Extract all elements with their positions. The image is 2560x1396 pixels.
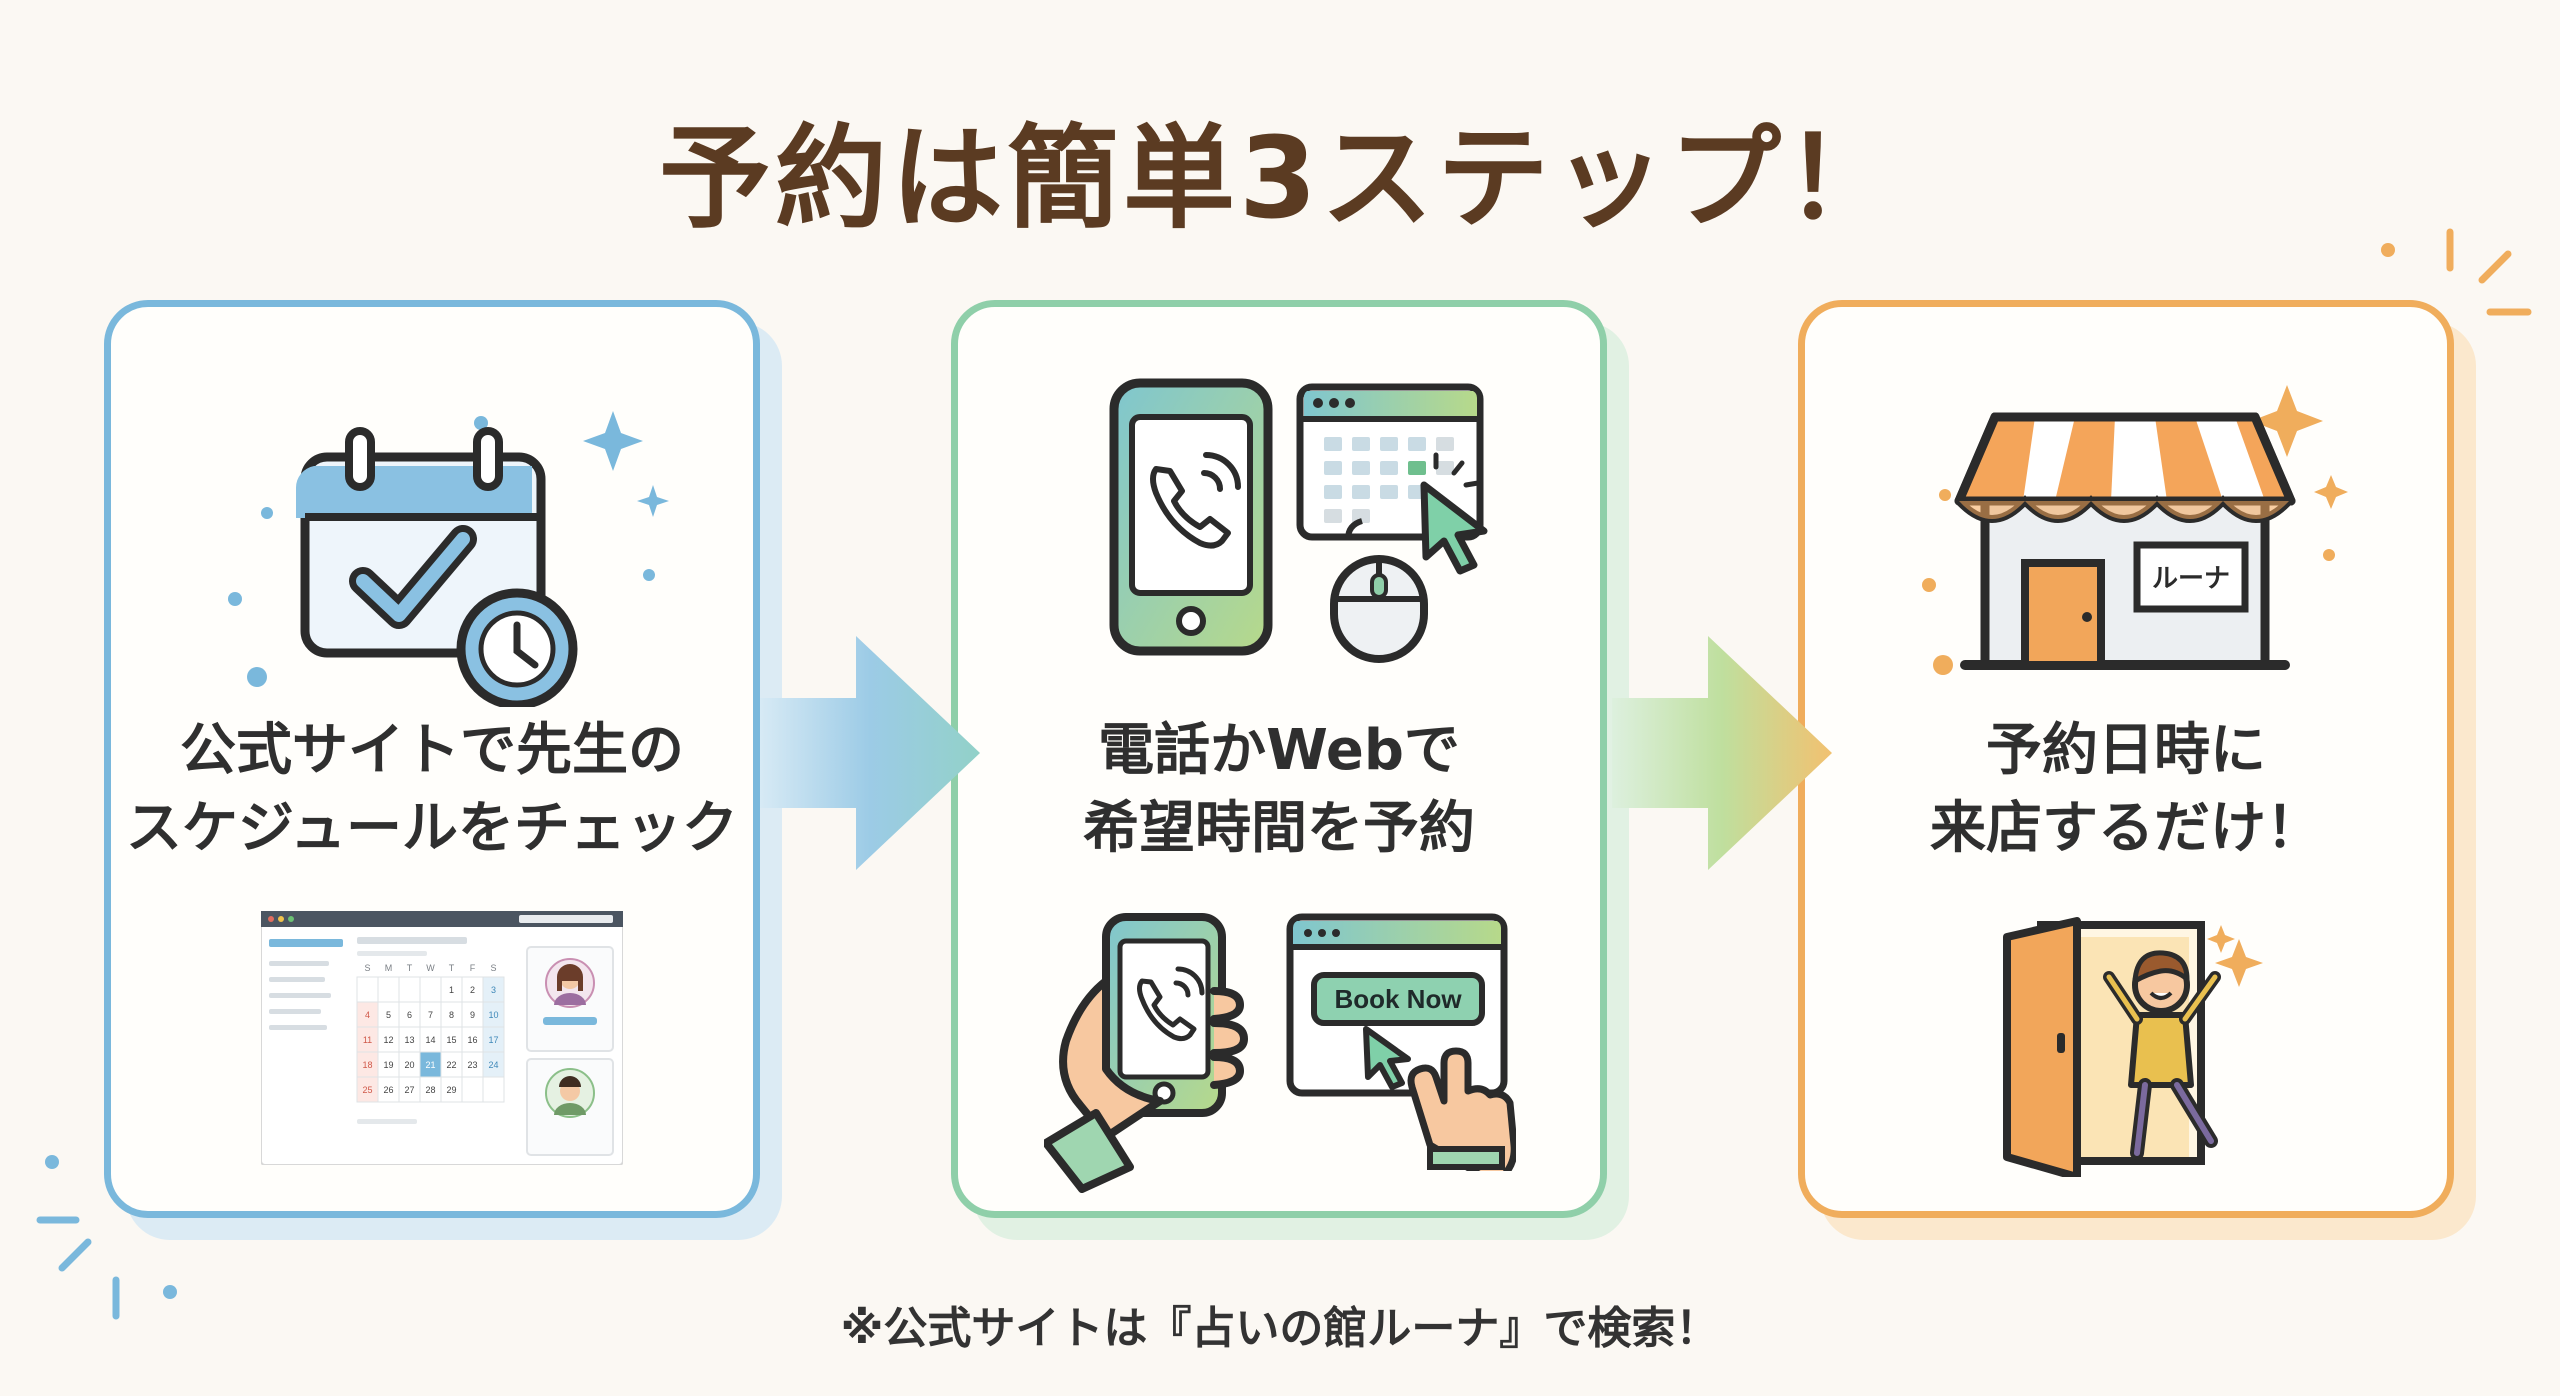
calendar-day: 22 — [446, 1060, 456, 1070]
svg-text:ルーナ: ルーナ — [2152, 564, 2230, 594]
calendar-day: 11 — [363, 1035, 372, 1045]
calendar-day: 12 — [383, 1035, 393, 1045]
calendar-day: 13 — [404, 1035, 414, 1045]
calendar-weekday: W — [426, 963, 435, 973]
shop-icon: ルーナ — [1922, 385, 2348, 675]
arrow-right-icon — [1612, 636, 1832, 870]
step-3-title: 予約日時に 来店するだけ！ — [1930, 718, 2322, 861]
calendar-day: 14 — [425, 1035, 435, 1045]
calendar-day: 7 — [428, 1010, 433, 1020]
door-person-icon — [2003, 917, 2263, 1177]
step-3-card: ルーナ 予約日時に 来店するだけ！ — [1798, 300, 2454, 1218]
calendar-day: 15 — [446, 1035, 456, 1045]
calendar-day: 10 — [488, 1010, 498, 1020]
calendar-day: 23 — [467, 1060, 477, 1070]
sparkle-lines-icon — [36, 1155, 177, 1320]
calendar-weekday: S — [364, 963, 370, 973]
calendar-weekday: F — [470, 963, 476, 973]
phone-call-icon — [1109, 378, 1273, 656]
calendar-day: 20 — [404, 1060, 414, 1070]
calendar-day: 16 — [467, 1035, 477, 1045]
calendar-day-cell — [419, 976, 442, 1003]
calendar-day: 28 — [425, 1085, 435, 1095]
step-1-title: 公式サイトで先生の スケジュールをチェック — [125, 718, 739, 861]
calendar-weekday: M — [385, 963, 393, 973]
calendar-weekday: S — [490, 963, 496, 973]
step-2-card: 電話かWebで 希望時間を予約 Book Now — [951, 300, 1607, 1218]
calendar-day: 8 — [449, 1010, 454, 1020]
calendar-day: 27 — [404, 1085, 414, 1095]
calendar-day: 3 — [491, 985, 496, 995]
step-2-title: 電話かWebで 希望時間を予約 — [1083, 718, 1475, 861]
sparkle-lines-icon — [2381, 228, 2532, 316]
footnote: ※公式サイトは『占いの館ルーナ』で検索！ — [840, 1303, 1720, 1354]
calendar-day: 4 — [365, 1010, 370, 1020]
calendar-day: 5 — [386, 1010, 391, 1020]
calendar-day-cell — [356, 976, 379, 1003]
calendar-day: 26 — [383, 1085, 393, 1095]
calendar-weekday: T — [449, 963, 455, 973]
calendar-day: 29 — [446, 1085, 456, 1095]
teacher-profile-card — [526, 946, 614, 1052]
web-calendar-mouse-icon — [1296, 383, 1488, 663]
calendar-day: 6 — [407, 1010, 412, 1020]
arrow-right-icon — [760, 636, 980, 870]
calendar-day: 25 — [362, 1085, 372, 1095]
calendar-day: 1 — [449, 985, 454, 995]
calendar-day-cell — [482, 1076, 505, 1103]
calendar-day: 17 — [488, 1035, 498, 1045]
calendar-day-cell — [398, 976, 421, 1003]
calendar-day: 9 — [470, 1010, 475, 1020]
calendar-day: 18 — [362, 1060, 372, 1070]
calendar-weekday: T — [407, 963, 413, 973]
calendar-check-icon — [228, 411, 669, 707]
teacher-profile-card — [526, 1058, 614, 1156]
calendar-day: 2 — [470, 985, 475, 995]
calendar-day-cell — [461, 1076, 484, 1103]
svg-text:Book Now: Book Now — [1334, 984, 1462, 1014]
calendar-day: 21 — [425, 1060, 435, 1070]
page-title: 予約は簡単3ステップ！ — [659, 114, 1901, 244]
calendar-day: 24 — [488, 1060, 498, 1070]
hand-phone-icon — [1044, 913, 1249, 1193]
book-now-browser-icon: Book Now — [1286, 913, 1516, 1171]
calendar-day-cell — [377, 976, 400, 1003]
calendar-day: 19 — [383, 1060, 393, 1070]
